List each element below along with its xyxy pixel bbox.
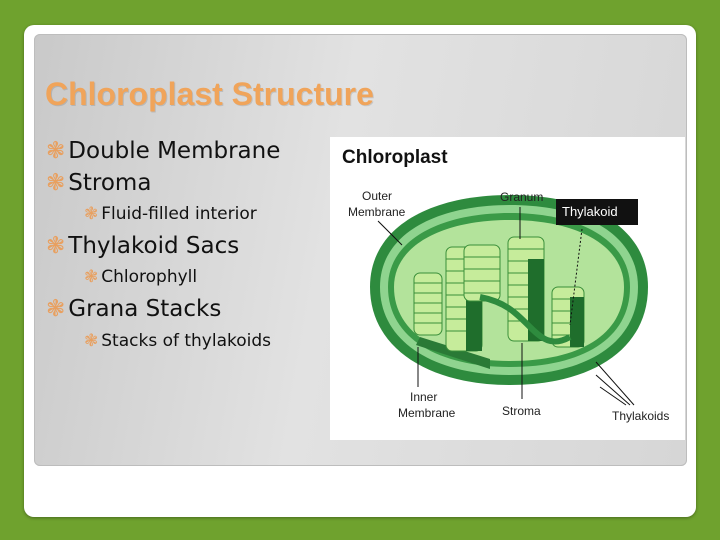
bullet-fluid-filled-interior: ❃Fluid-filled interior [84,204,257,224]
bullet-stacks-of-thylakoids: ❃Stacks of thylakoids [84,331,271,351]
chloroplast-diagram: Chloroplast [330,137,685,440]
label-inner-line2: Membrane [398,406,456,420]
label-inner-line1: Inner [410,390,437,404]
label-stroma: Stroma [502,404,541,418]
label-outer-line2: Membrane [348,205,406,219]
label-granum: Granum [500,190,543,204]
bullet-thylakoid-sacs: ❃Thylakoid Sacs [46,233,239,259]
figure-title: Chloroplast [342,147,448,168]
thylakoids-pointer-1 [595,374,631,406]
ribbon-bullet-icon: ❃ [46,170,66,196]
cut-wall-shape [416,337,490,369]
bullet-text: Chlorophyll [101,267,198,287]
bullet-double-membrane: ❃Double Membrane [46,138,280,164]
bullet-text: Fluid-filled interior [101,204,257,224]
bullet-chlorophyll: ❃Chlorophyll [84,267,197,287]
ribbon-bullet-icon: ❃ [84,267,99,287]
bullet-text: Double Membrane [68,138,281,164]
label-outer-line1: Outer [362,189,392,203]
thylakoids-pointer-3 [599,386,627,406]
bullet-grana-stacks: ❃Grana Stacks [46,296,221,322]
ribbon-bullet-icon: ❃ [46,233,66,259]
thylakoid-callout-label: Thylakoid [556,199,638,225]
granum-stack-3 [463,244,501,302]
thylakoids-pointer-2 [595,361,635,406]
bullet-stroma: ❃Stroma [46,170,151,196]
granum-stack-5 [551,286,585,348]
ribbon-bullet-icon: ❃ [46,138,66,164]
ribbon-bullet-icon: ❃ [46,296,66,322]
thylakoid-callout-pointer [569,228,583,326]
lamella-connector [479,294,572,345]
chloroplast-illustration: Chloroplast [342,147,669,423]
ribbon-bullet-icon: ❃ [84,204,99,224]
bullet-text: Thylakoid Sacs [68,233,240,259]
bullet-text: Grana Stacks [68,296,222,322]
granum-stack-1 [413,272,443,336]
label-thylakoids: Thylakoids [612,409,669,423]
outer-membrane-pointer [377,220,403,246]
slide-title: Chloroplast Structure [45,76,374,112]
bullet-text: Stacks of thylakoids [101,331,272,351]
bullet-text: Stroma [68,170,152,196]
ribbon-bullet-icon: ❃ [84,331,99,351]
